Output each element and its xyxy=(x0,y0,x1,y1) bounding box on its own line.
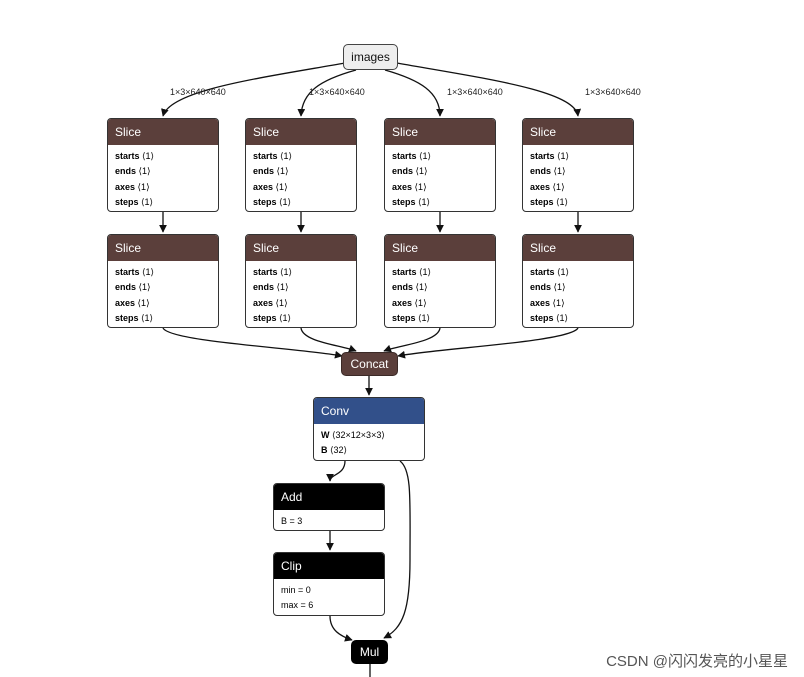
attr-ends: ends ⟨1⟩ xyxy=(392,166,428,177)
edge-conv-add xyxy=(326,460,346,482)
slice-node-title: Slice xyxy=(246,119,356,145)
clip-node-title: Clip xyxy=(274,553,384,579)
attr-starts: starts ⟨1⟩ xyxy=(253,267,293,277)
slice-node-title: Slice xyxy=(108,119,218,145)
attr-axes: axes ⟨1⟩ xyxy=(530,297,565,308)
attr-starts: starts ⟨1⟩ xyxy=(392,151,432,161)
conv-node[interactable]: Conv W ⟨32×12×3×3⟩ B ⟨32⟩ xyxy=(313,397,425,461)
edge-images-slice-2 xyxy=(297,69,357,117)
attr-steps: steps ⟨1⟩ xyxy=(392,197,431,208)
attr-ends: ends ⟨1⟩ xyxy=(530,282,566,293)
attr-steps: steps ⟨1⟩ xyxy=(530,197,569,208)
attr-ends: ends ⟨1⟩ xyxy=(115,282,151,293)
slice-node-5[interactable]: Slice starts ⟨1⟩ ends ⟨1⟩ axes ⟨1⟩ steps… xyxy=(107,234,219,328)
add-node[interactable]: Add B = 3 xyxy=(273,483,385,531)
attr-axes: axes ⟨1⟩ xyxy=(392,181,427,192)
conv-node-title: Conv xyxy=(314,398,424,424)
edge-images-slice-1 xyxy=(161,62,346,117)
edge-label-shape-2: 1×3×640×640 xyxy=(309,87,365,97)
attr-ends: ends ⟨1⟩ xyxy=(253,282,289,293)
slice-node-1[interactable]: Slice starts ⟨1⟩ ends ⟨1⟩ axes ⟨1⟩ steps… xyxy=(107,118,219,212)
attr-steps: steps ⟨1⟩ xyxy=(392,313,431,324)
slice-node-title: Slice xyxy=(246,235,356,261)
attr-steps: steps ⟨1⟩ xyxy=(115,313,154,324)
attr-starts: starts ⟨1⟩ xyxy=(530,151,570,161)
slice-node-2[interactable]: Slice starts ⟨1⟩ ends ⟨1⟩ axes ⟨1⟩ steps… xyxy=(245,118,357,212)
edge-label-shape-1: 1×3×640×640 xyxy=(170,87,226,97)
concat-node[interactable]: Concat xyxy=(341,352,398,376)
slice-node-3[interactable]: Slice starts ⟨1⟩ ends ⟨1⟩ axes ⟨1⟩ steps… xyxy=(384,118,496,212)
add-node-title: Add xyxy=(274,484,384,510)
input-node-images[interactable]: images xyxy=(343,44,398,70)
slice-node-6[interactable]: Slice starts ⟨1⟩ ends ⟨1⟩ axes ⟨1⟩ steps… xyxy=(245,234,357,328)
attr-steps: steps ⟨1⟩ xyxy=(115,197,154,208)
edge-conv-mul xyxy=(383,460,411,639)
mul-node[interactable]: Mul xyxy=(351,640,388,664)
watermark-text: CSDN @闪闪发亮的小星星 xyxy=(606,653,788,670)
edge-label-shape-4: 1×3×640×640 xyxy=(585,87,641,97)
attr-ends: ends ⟨1⟩ xyxy=(392,282,428,293)
edge-images-slice-3 xyxy=(384,69,444,117)
attr-axes: axes ⟨1⟩ xyxy=(253,297,288,308)
attr-axes: axes ⟨1⟩ xyxy=(115,297,150,308)
attr-starts: starts ⟨1⟩ xyxy=(253,151,293,161)
edge-images-slice-4 xyxy=(396,62,582,117)
edge-slice-8-concat xyxy=(397,327,579,359)
attr-starts: starts ⟨1⟩ xyxy=(530,267,570,277)
slice-node-title: Slice xyxy=(385,235,495,261)
attr-weight: W ⟨32×12×3×3⟩ xyxy=(321,430,385,440)
edge-clip-mul xyxy=(329,615,353,642)
attr-steps: steps ⟨1⟩ xyxy=(253,197,292,208)
attr-bias: B ⟨32⟩ xyxy=(321,445,348,456)
attr-axes: axes ⟨1⟩ xyxy=(392,297,427,308)
attr-starts: starts ⟨1⟩ xyxy=(392,267,432,277)
attr-starts: starts ⟨1⟩ xyxy=(115,151,155,161)
attr-ends: ends ⟨1⟩ xyxy=(115,166,151,177)
attr-steps: steps ⟨1⟩ xyxy=(253,313,292,324)
attr-axes: axes ⟨1⟩ xyxy=(253,181,288,192)
slice-node-title: Slice xyxy=(523,235,633,261)
slice-node-4[interactable]: Slice starts ⟨1⟩ ends ⟨1⟩ axes ⟨1⟩ steps… xyxy=(522,118,634,212)
attr-max: max = 6 xyxy=(281,600,314,611)
slice-node-8[interactable]: Slice starts ⟨1⟩ ends ⟨1⟩ axes ⟨1⟩ steps… xyxy=(522,234,634,328)
attr-min: min = 0 xyxy=(281,585,311,595)
slice-node-7[interactable]: Slice starts ⟨1⟩ ends ⟨1⟩ axes ⟨1⟩ steps… xyxy=(384,234,496,328)
edge-label-shape-3: 1×3×640×640 xyxy=(447,87,503,97)
slice-node-title: Slice xyxy=(108,235,218,261)
attr-axes: axes ⟨1⟩ xyxy=(530,181,565,192)
attr-ends: ends ⟨1⟩ xyxy=(253,166,289,177)
attr-starts: starts ⟨1⟩ xyxy=(115,267,155,277)
edge-slice-7-concat xyxy=(383,327,441,353)
edge-slice-5-concat xyxy=(162,327,343,359)
attr-ends: ends ⟨1⟩ xyxy=(530,166,566,177)
clip-node[interactable]: Clip min = 0 max = 6 xyxy=(273,552,385,616)
attr-steps: steps ⟨1⟩ xyxy=(530,313,569,324)
slice-node-title: Slice xyxy=(523,119,633,145)
attr-b: B = 3 xyxy=(281,516,303,526)
edge-slice-6-concat xyxy=(300,327,357,353)
attr-axes: axes ⟨1⟩ xyxy=(115,181,150,192)
slice-node-title: Slice xyxy=(385,119,495,145)
